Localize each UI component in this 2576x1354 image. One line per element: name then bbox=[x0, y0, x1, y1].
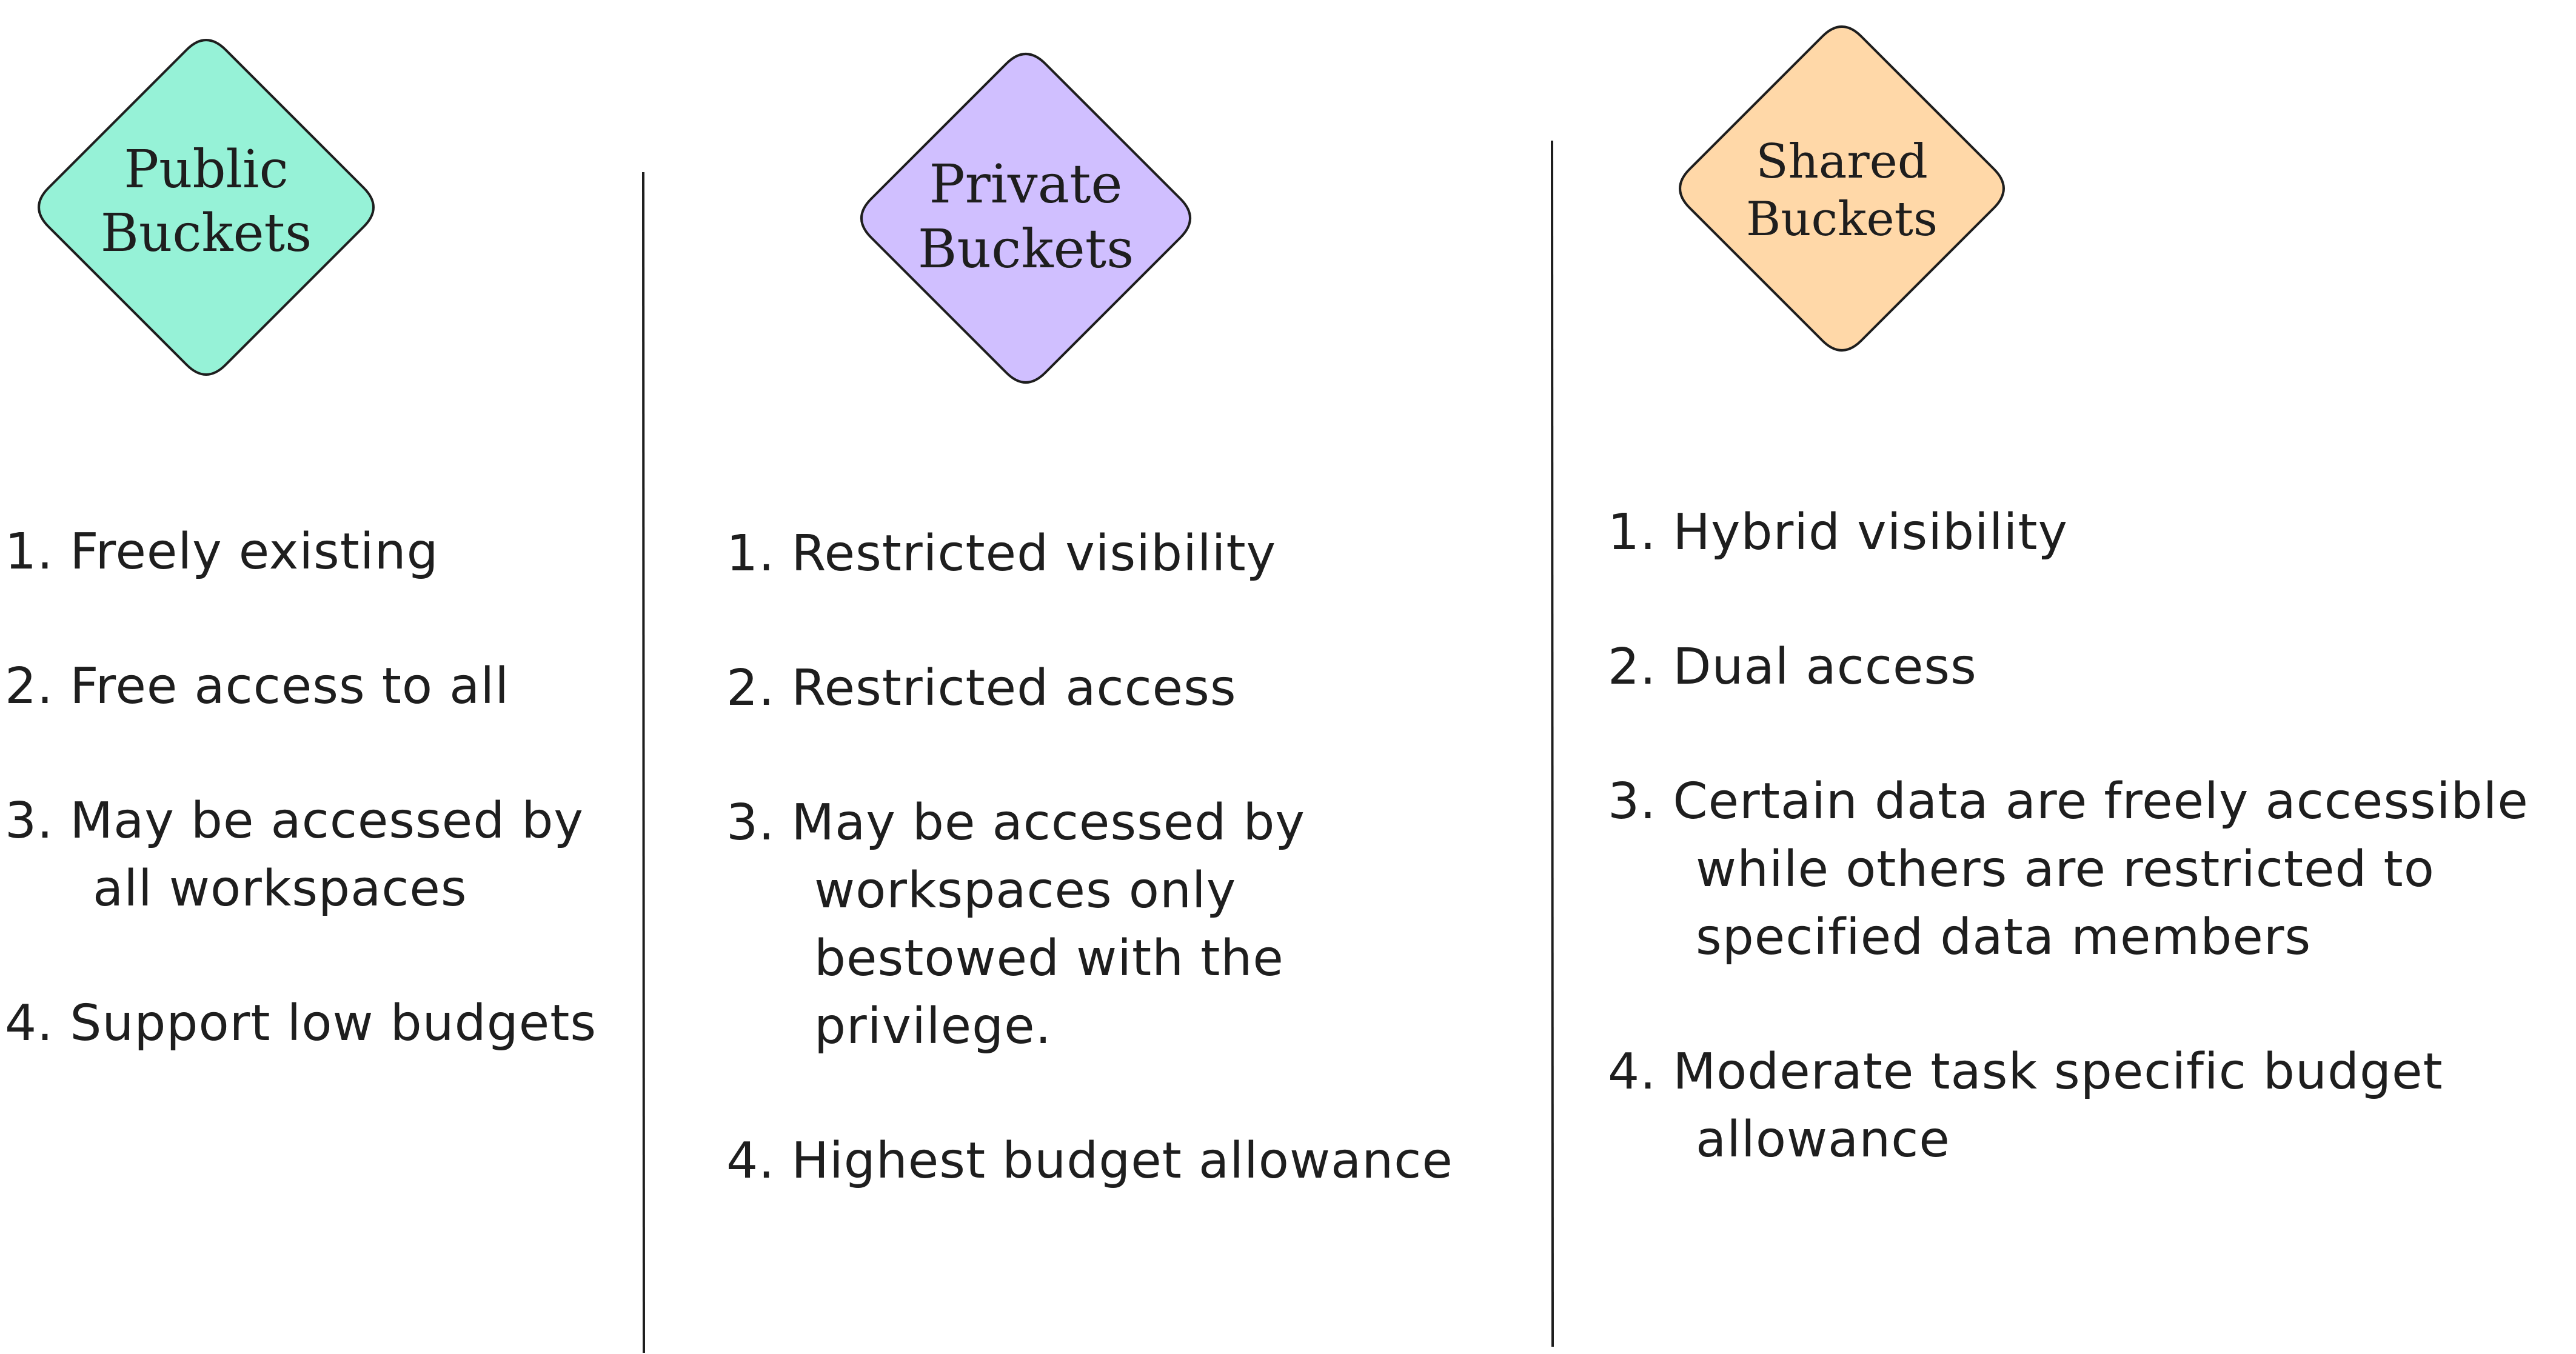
item-number: 4. bbox=[1608, 1043, 1657, 1101]
item-text-continued: while others are restricted to bbox=[1696, 841, 2435, 898]
private-title-line2: Buckets bbox=[917, 218, 1134, 281]
list-item: 2. Dual access bbox=[1608, 633, 2529, 701]
public-buckets-title: Public Buckets bbox=[85, 138, 327, 265]
list-item: 2. Restricted access bbox=[726, 655, 1453, 722]
shared-buckets-list: 1. Hybrid visibility 2. Dual access 3. C… bbox=[1608, 499, 2529, 1241]
item-text: Dual access bbox=[1673, 638, 1977, 696]
list-item: 4. Highest budget allowance bbox=[726, 1127, 1453, 1195]
item-text-continued: workspaces only bbox=[814, 862, 1237, 919]
private-title-line1: Private bbox=[929, 153, 1123, 215]
private-buckets-list: 1. Restricted visibility 2. Restricted a… bbox=[726, 520, 1453, 1262]
item-number: 1. bbox=[5, 523, 54, 581]
shared-title-line1: Shared bbox=[1756, 135, 1928, 189]
item-text-continued: all workspaces bbox=[93, 860, 467, 918]
item-text: Moderate task specific budget bbox=[1673, 1043, 2443, 1101]
list-item: 2. Free access to all bbox=[5, 653, 597, 721]
item-text: Freely existing bbox=[70, 523, 439, 581]
item-text: May be accessed by bbox=[70, 792, 584, 850]
item-number: 4. bbox=[5, 995, 54, 1052]
item-number: 3. bbox=[1608, 773, 1657, 830]
public-buckets-list: 1. Freely existing 2. Free access to all… bbox=[5, 518, 597, 1124]
item-text: Free access to all bbox=[70, 658, 509, 715]
list-item: 4. Moderate task specific budget allowan… bbox=[1608, 1038, 2529, 1174]
public-title-line1: Public bbox=[124, 139, 289, 200]
item-text: Support low budgets bbox=[70, 995, 597, 1052]
shared-title-line2: Buckets bbox=[1745, 192, 1938, 247]
item-number: 1. bbox=[726, 525, 775, 582]
list-item: 3. Certain data are freely accessible wh… bbox=[1608, 768, 2529, 972]
item-text: May be accessed by bbox=[791, 794, 1305, 852]
private-buckets-diamond bbox=[860, 53, 1191, 384]
item-number: 3. bbox=[5, 792, 54, 850]
item-number: 2. bbox=[5, 658, 54, 715]
list-item: 4. Support low budgets bbox=[5, 990, 597, 1058]
shared-buckets-diamond bbox=[1679, 25, 2005, 352]
item-text: Highest budget allowance bbox=[791, 1132, 1453, 1190]
item-text-continued: privilege. bbox=[814, 998, 1052, 1055]
item-number: 2. bbox=[726, 659, 775, 717]
item-number: 4. bbox=[726, 1132, 775, 1190]
item-text: Restricted visibility bbox=[791, 525, 1277, 582]
list-item: 3. May be accessed by all workspaces bbox=[5, 787, 597, 923]
item-text-continued: allowance bbox=[1696, 1111, 1950, 1169]
private-buckets-title: Private Buckets bbox=[903, 152, 1148, 282]
item-text: Hybrid visibility bbox=[1673, 504, 2069, 561]
list-item: 1. Hybrid visibility bbox=[1608, 499, 2529, 567]
public-title-line2: Buckets bbox=[100, 202, 312, 264]
item-number: 3. bbox=[726, 794, 775, 852]
item-text-continued: specified data members bbox=[1696, 909, 2312, 966]
divider-line-left bbox=[642, 172, 645, 1353]
item-text-continued: bestowed with the bbox=[814, 930, 1284, 987]
list-item: 1. Restricted visibility bbox=[726, 520, 1453, 588]
item-text: Certain data are freely accessible bbox=[1673, 773, 2529, 830]
list-item: 3. May be accessed by workspaces only be… bbox=[726, 789, 1453, 1061]
shared-buckets-title: Shared Buckets bbox=[1721, 133, 1963, 248]
item-text: Restricted access bbox=[791, 659, 1237, 717]
public-buckets-diamond bbox=[38, 39, 375, 376]
list-item: 1. Freely existing bbox=[5, 518, 597, 586]
item-number: 2. bbox=[1608, 638, 1657, 696]
divider-line-right bbox=[1551, 140, 1554, 1347]
item-number: 1. bbox=[1608, 504, 1657, 561]
